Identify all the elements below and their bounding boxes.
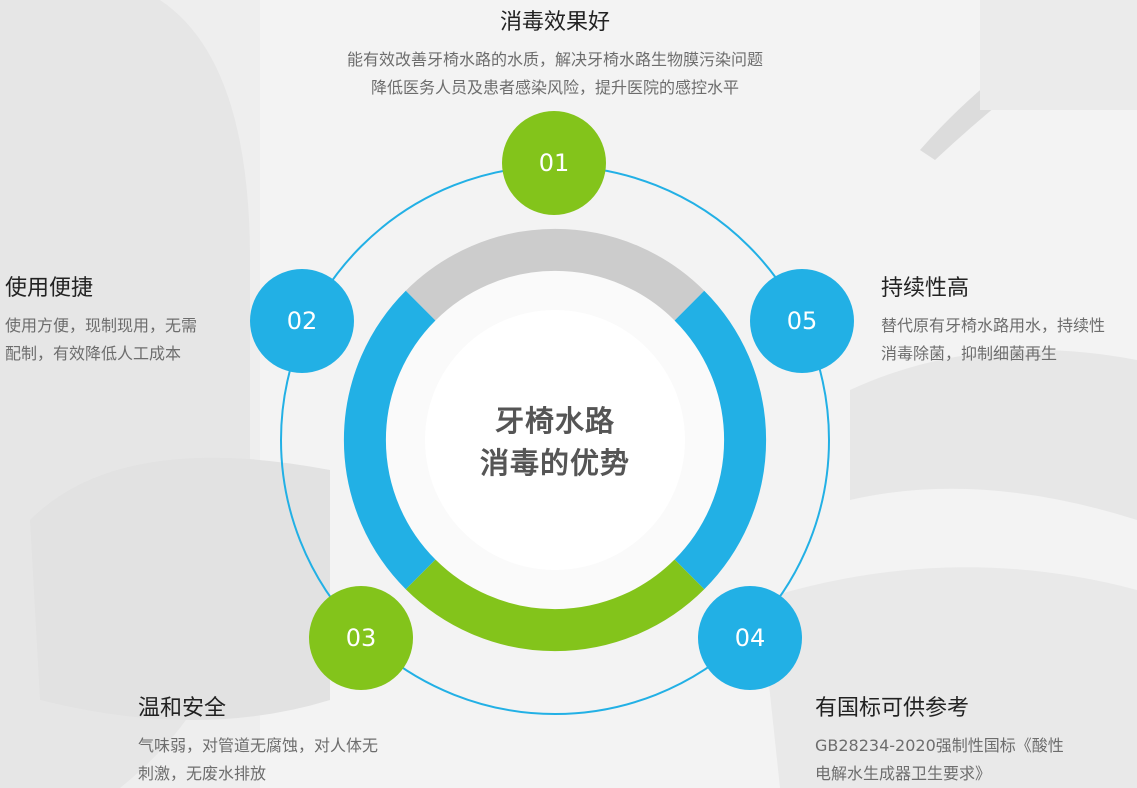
ring-segment-right xyxy=(674,290,767,590)
ring-segment-bottom xyxy=(405,559,705,652)
advantage-desc-01-line1: 能有效改善牙椅水路的水质，解决牙椅水路生物膜污染问题 xyxy=(346,50,763,69)
advantage-title-02: 使用便捷 xyxy=(5,276,94,301)
advantage-title-04: 有国标可供参考 xyxy=(815,696,970,721)
advantage-title-01: 消毒效果好 xyxy=(499,10,610,35)
advantage-desc-03-line2: 刺激，无废水排放 xyxy=(138,764,267,783)
advantage-item-01: 消毒效果好 能有效改善牙椅水路的水质，解决牙椅水路生物膜污染问题 降低医务人员及… xyxy=(300,4,810,102)
ring-segment-left xyxy=(343,290,436,590)
advantage-title-03: 温和安全 xyxy=(138,696,227,721)
advantage-item-03: 温和安全 气味弱，对管道无腐蚀，对人体无 刺激，无废水排放 xyxy=(138,690,378,788)
center-title-line2: 消毒的优势 xyxy=(479,446,630,480)
badge-03: 03 xyxy=(309,586,413,690)
badge-01: 01 xyxy=(502,111,606,215)
center-title-line1: 牙椅水路 xyxy=(494,404,615,438)
center-disc xyxy=(425,310,685,570)
advantage-desc-02-line2: 配制，有效降低人工成本 xyxy=(5,344,182,363)
advantage-desc-03-line1: 气味弱，对管道无腐蚀，对人体无 xyxy=(138,736,379,755)
advantage-desc-05-line2: 消毒除菌，抑制细菌再生 xyxy=(881,344,1058,363)
advantage-desc-04-line2: 电解水生成器卫生要求》 xyxy=(815,764,992,783)
center-title: 牙椅水路 消毒的优势 xyxy=(427,400,683,484)
advantage-desc-01-line2: 降低医务人员及患者感染风险，提升医院的感控水平 xyxy=(370,78,739,97)
advantage-item-05: 持续性高 替代原有牙椅水路用水，持续性 消毒除菌，抑制细菌再生 xyxy=(881,270,1105,368)
advantage-title-05: 持续性高 xyxy=(881,276,970,301)
badge-02: 02 xyxy=(250,269,354,373)
badge-04: 04 xyxy=(698,586,802,690)
advantage-desc-02-line1: 使用方便，现制现用，无需 xyxy=(5,316,198,335)
ring-segment-gray xyxy=(405,228,705,321)
advantage-desc-05-line1: 替代原有牙椅水路用水，持续性 xyxy=(881,316,1106,335)
advantage-desc-04-line1: GB28234-2020强制性国标《酸性 xyxy=(815,736,1064,755)
advantage-item-04: 有国标可供参考 GB28234-2020强制性国标《酸性 电解水生成器卫生要求》 xyxy=(815,690,1064,788)
badge-05: 05 xyxy=(750,269,854,373)
advantage-item-02: 使用便捷 使用方便，现制现用，无需 配制，有效降低人工成本 xyxy=(5,270,197,368)
